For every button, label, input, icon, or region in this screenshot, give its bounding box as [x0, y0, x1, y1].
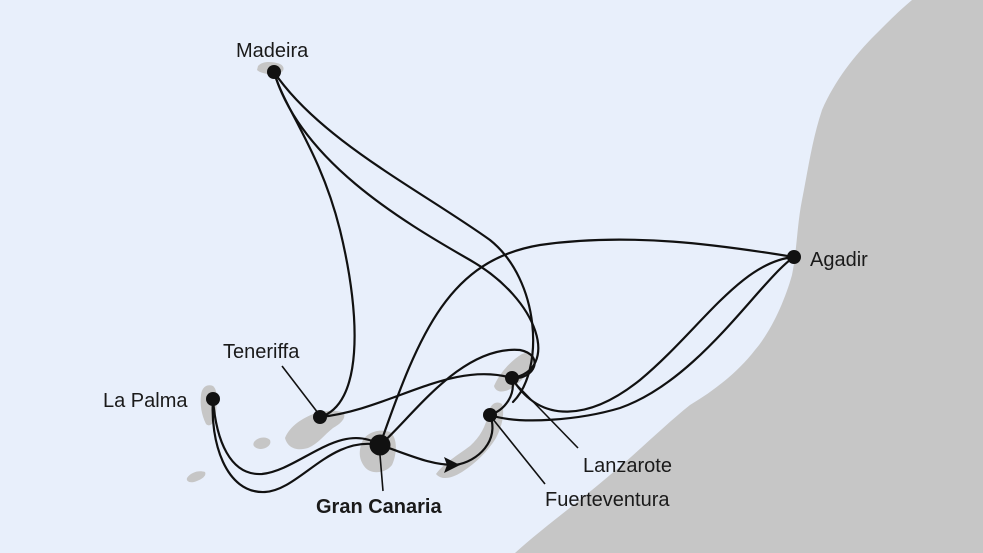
route-grancanaria-lapalma-2: [211, 397, 382, 494]
route-grancanaria-agadir: [378, 238, 796, 447]
port-marker-madeira[interactable]: [267, 65, 281, 79]
route-grancanaria-lapalma-1: [211, 397, 382, 476]
port-marker-lanzarote[interactable]: [505, 371, 519, 385]
direction-arrow-icon: [444, 457, 460, 473]
label-gran-canaria: Gran Canaria: [316, 496, 442, 518]
port-marker-fuerteventura[interactable]: [483, 408, 497, 422]
port-markers: [206, 65, 801, 456]
start-port-marker[interactable]: [369, 434, 391, 456]
fuerteventura-island: [436, 402, 504, 479]
label-fuerteventura: Fuerteventura: [545, 489, 670, 511]
port-marker-teneriffa[interactable]: [313, 410, 327, 424]
cruise-routes: [211, 70, 796, 494]
label-lanzarote: Lanzarote: [583, 455, 672, 477]
la-gomera-island: [253, 437, 271, 449]
route-fuerteventura-return: [453, 413, 494, 467]
port-marker-la-palma[interactable]: [206, 392, 220, 406]
label-madeira: Madeira: [236, 40, 309, 62]
route-grancanaria-lanzarote: [378, 348, 536, 447]
leader-lanzarote: [513, 381, 579, 449]
route-teneriffa-lanzarote: [318, 373, 514, 419]
leader-gran-canaria: [379, 454, 384, 492]
label-la-palma: La Palma: [103, 390, 188, 412]
route-agadir-lanzarote: [510, 255, 796, 413]
route-agadir-fuerteventura: [488, 255, 796, 422]
label-teneriffa: Teneriffa: [223, 341, 300, 363]
el-hierro-island: [186, 471, 206, 483]
port-marker-agadir[interactable]: [787, 250, 801, 264]
label-agadir: Agadir: [810, 249, 868, 271]
label-leaders: [281, 365, 579, 492]
leader-fuerteventura: [491, 417, 546, 485]
leader-teneriffa: [281, 365, 319, 414]
tenerife-island: [285, 410, 345, 450]
route-madeira-fuerteventura: [272, 70, 535, 404]
africa-landmass: [515, 0, 983, 553]
route-madeira-lanzarote: [272, 70, 540, 380]
